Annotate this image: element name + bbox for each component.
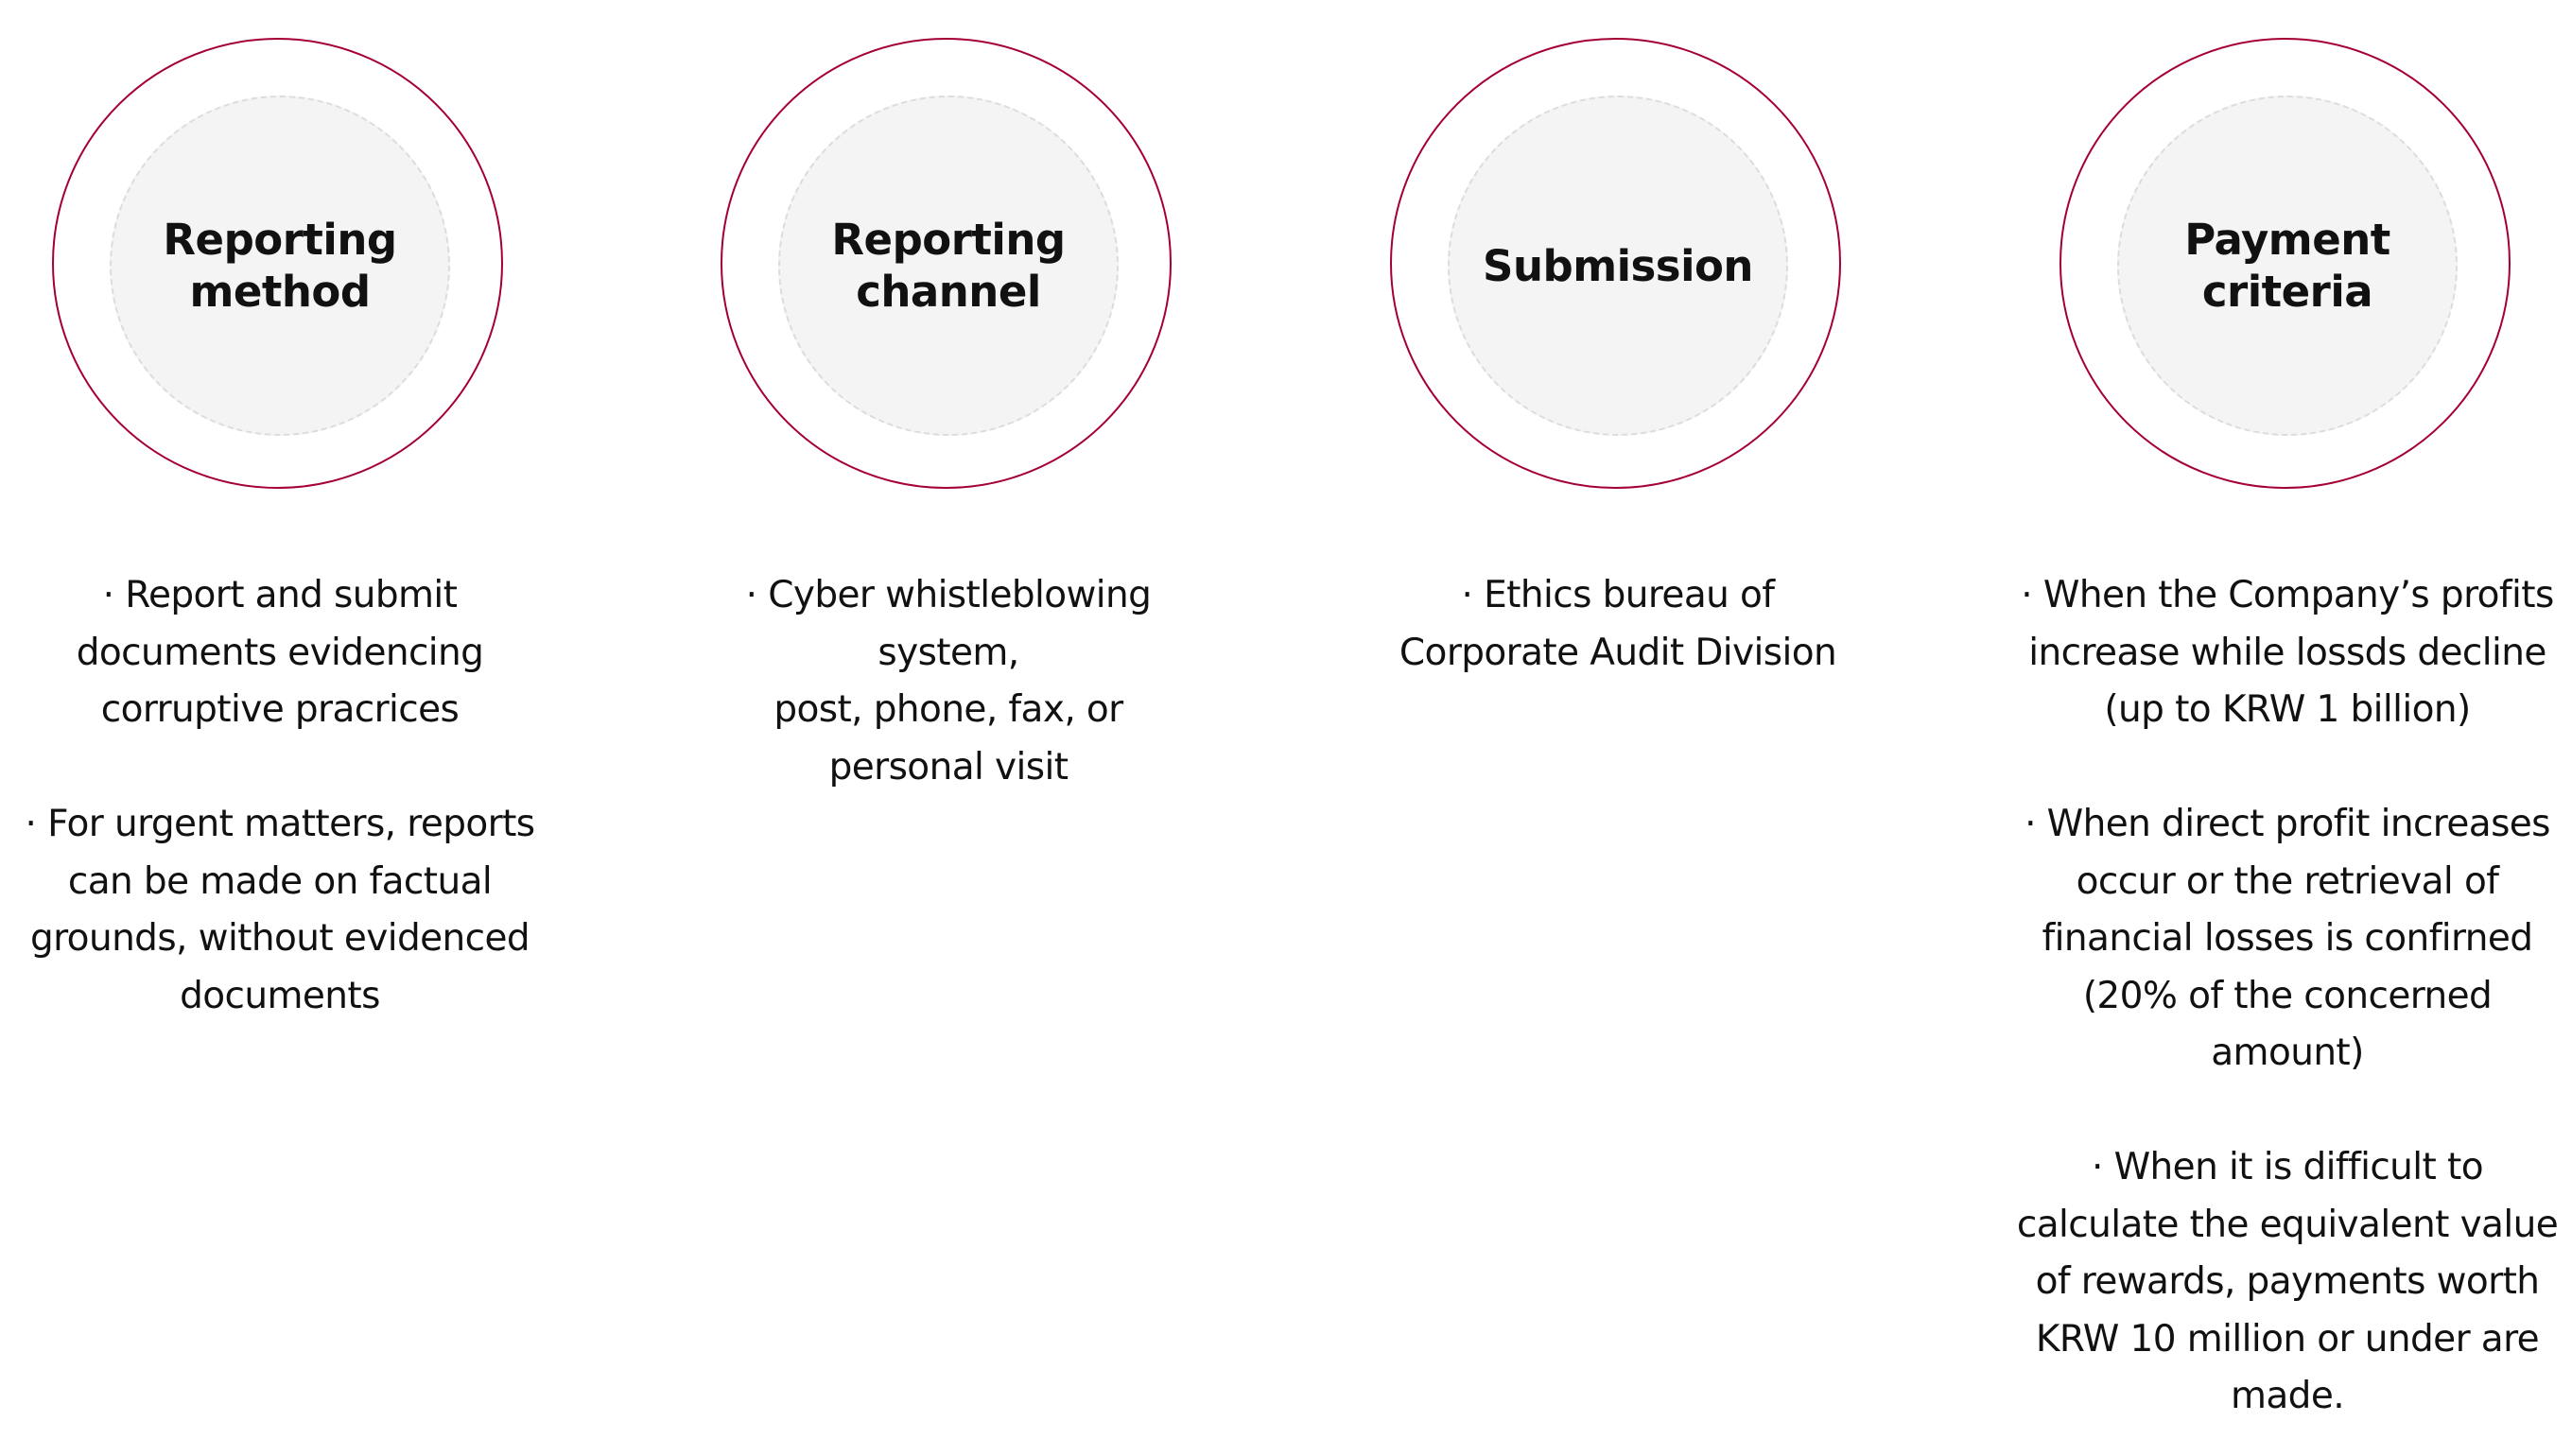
column-reporting-channel: Reporting channel · Cyber whistleblowing… [675,0,1222,1456]
bullet-item: · Cyber whistleblowing system, post, pho… [745,574,1152,789]
column-title: Reporting channel [831,215,1066,317]
bullet-item: · Report and submit documents evidencing… [76,574,484,731]
column-payment-criteria: Payment criteria · When the Company’s pr… [2014,0,2561,1456]
column-description: · Ethics bureau of Corporate Audit Divis… [1345,567,1891,682]
column-title: Reporting method [163,215,397,317]
column-title: Submission [1483,240,1753,291]
bullet-item: · When it is difficult to calculate the … [2016,1146,2559,1417]
column-description: · Report and submit documents evidencing… [7,567,553,1025]
outer-ring [721,38,1172,489]
column-description: · When the Company’s profits increase wh… [2014,567,2561,1426]
bullet-item: · When direct profit increases occur or … [2025,803,2550,1074]
outer-ring [1390,38,1841,489]
bullet-item: · For urgent matters, reports can be mad… [25,803,536,1017]
column-reporting-method: Reporting method · Report and submit doc… [7,0,553,1456]
inner-disc: Reporting channel [778,95,1119,436]
bullet-item: · When the Company’s profits increase wh… [2021,574,2554,731]
outer-ring [52,38,503,489]
column-title: Payment criteria [2184,215,2390,317]
outer-ring [2059,38,2511,489]
inner-disc: Submission [1448,95,1788,436]
bullet-item: · Ethics bureau of Corporate Audit Divis… [1399,574,1837,674]
column-submission: Submission · Ethics bureau of Corporate … [1345,0,1891,1456]
inner-disc: Reporting method [110,95,450,436]
column-description: · Cyber whistleblowing system, post, pho… [675,567,1222,796]
inner-disc: Payment criteria [2117,95,2458,436]
